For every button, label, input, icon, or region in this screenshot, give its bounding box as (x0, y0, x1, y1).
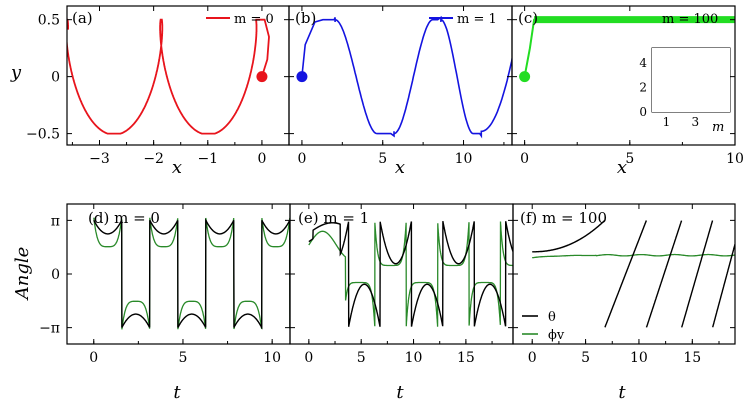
panel-e-xtick-label: 0 (304, 350, 313, 366)
panel-f-label: (f) m = 100 (520, 209, 607, 227)
inset-xtick-label: 3 (692, 115, 700, 129)
panel-c-xlabel: x (617, 157, 627, 178)
inset-ytick-label: 4 (639, 56, 647, 70)
inset-frame (652, 48, 730, 112)
inset-xlabel: m (712, 120, 724, 135)
panel-f-theta-curve (532, 219, 735, 328)
panel-e-theta-curve (308, 221, 513, 327)
panel-a-xtick-label: −3 (89, 151, 110, 167)
panel-e-xtick-label: 5 (357, 350, 366, 366)
inset-ytick-label: 0 (639, 105, 647, 119)
panel-f-xtick-label: 10 (630, 350, 648, 366)
panel-d-label: (d) m = 0 (88, 209, 160, 227)
panel-d-theta-curve (93, 218, 290, 330)
panel-e-xtick-label: 15 (457, 350, 475, 366)
panel-a-ytick-label: 0 (51, 70, 60, 86)
panel-a-ytick-label: 0.5 (38, 13, 60, 29)
panel-f-xtick-label: 15 (683, 350, 701, 366)
ticks-layer: 1 3 0 2 4 −3 −2 −1 0 −0.5 0 0.5 0 5 10 0 5 10 0 5 10 −π 0 π 0 5 10… (26, 6, 744, 366)
panel-e-xtick-label: 10 (405, 350, 423, 366)
panel-b-xtick-label: 0 (297, 151, 306, 167)
panel-c-label: (c) (518, 9, 538, 27)
panel-b-trajectory (301, 15, 512, 139)
panel-a-start-dot (256, 71, 268, 83)
legend-phi-label: ϕv (548, 328, 565, 343)
panel-c-xtick-label: 10 (726, 151, 744, 167)
legend-a-label: m = 0 (234, 12, 274, 27)
panel-b-label: (b) (295, 9, 316, 27)
panel-d-xtick-label: 0 (89, 350, 98, 366)
panel-b-start-dot (296, 71, 308, 83)
panel-a-xlabel: x (172, 157, 182, 178)
panel-c-trajectory (523, 18, 735, 77)
panel-b-xtick-label: 10 (455, 151, 473, 167)
panel-e-label: (e) m = 1 (298, 209, 369, 227)
panel-a-ytick-label: −0.5 (26, 127, 60, 143)
panel-f-xtick-label: 5 (581, 350, 590, 366)
inset-ytick-label: 2 (639, 80, 647, 94)
inset-xtick-label: 1 (663, 115, 671, 129)
panel-d-ylabel: Angle (12, 247, 33, 302)
panel-b-xlabel: x (395, 157, 405, 178)
panel-e-xlabel: t (396, 382, 404, 403)
panel-c-xtick-label: 5 (625, 151, 634, 167)
panel-c-start-dot (519, 71, 531, 83)
panel-d-xtick-label: 10 (263, 350, 281, 366)
panel-a-trajectory (67, 18, 270, 135)
panel-a-xtick-label: −1 (197, 151, 218, 167)
panel-d-xtick-label: 5 (178, 350, 187, 366)
panel-f-xlabel: t (618, 382, 626, 403)
panel-c-frame (511, 5, 736, 146)
panel-d-ytick-label: 0 (51, 267, 60, 283)
panel-a-xtick-label: −2 (143, 151, 164, 167)
panel-a-xtick-label: 0 (257, 151, 266, 167)
panel-f-xtick-label: 0 (528, 350, 537, 366)
panel-b-xtick-label: 5 (378, 151, 387, 167)
panel-d-ytick-label: −π (39, 321, 60, 337)
panel-c-xtick-label: 0 (520, 151, 529, 167)
legend-b-label: m = 1 (457, 12, 497, 27)
legend-theta-label: θ (548, 310, 556, 325)
panel-d-xlabel: t (173, 382, 181, 403)
legend-c-label: m = 100 (662, 12, 718, 27)
panel-a-ylabel: y (10, 62, 22, 83)
curves-layer (67, 15, 735, 330)
panel-a-label: (a) (72, 9, 93, 27)
panel-d-ytick-label: π (51, 213, 60, 229)
panel-d-phi-curve (93, 217, 290, 330)
